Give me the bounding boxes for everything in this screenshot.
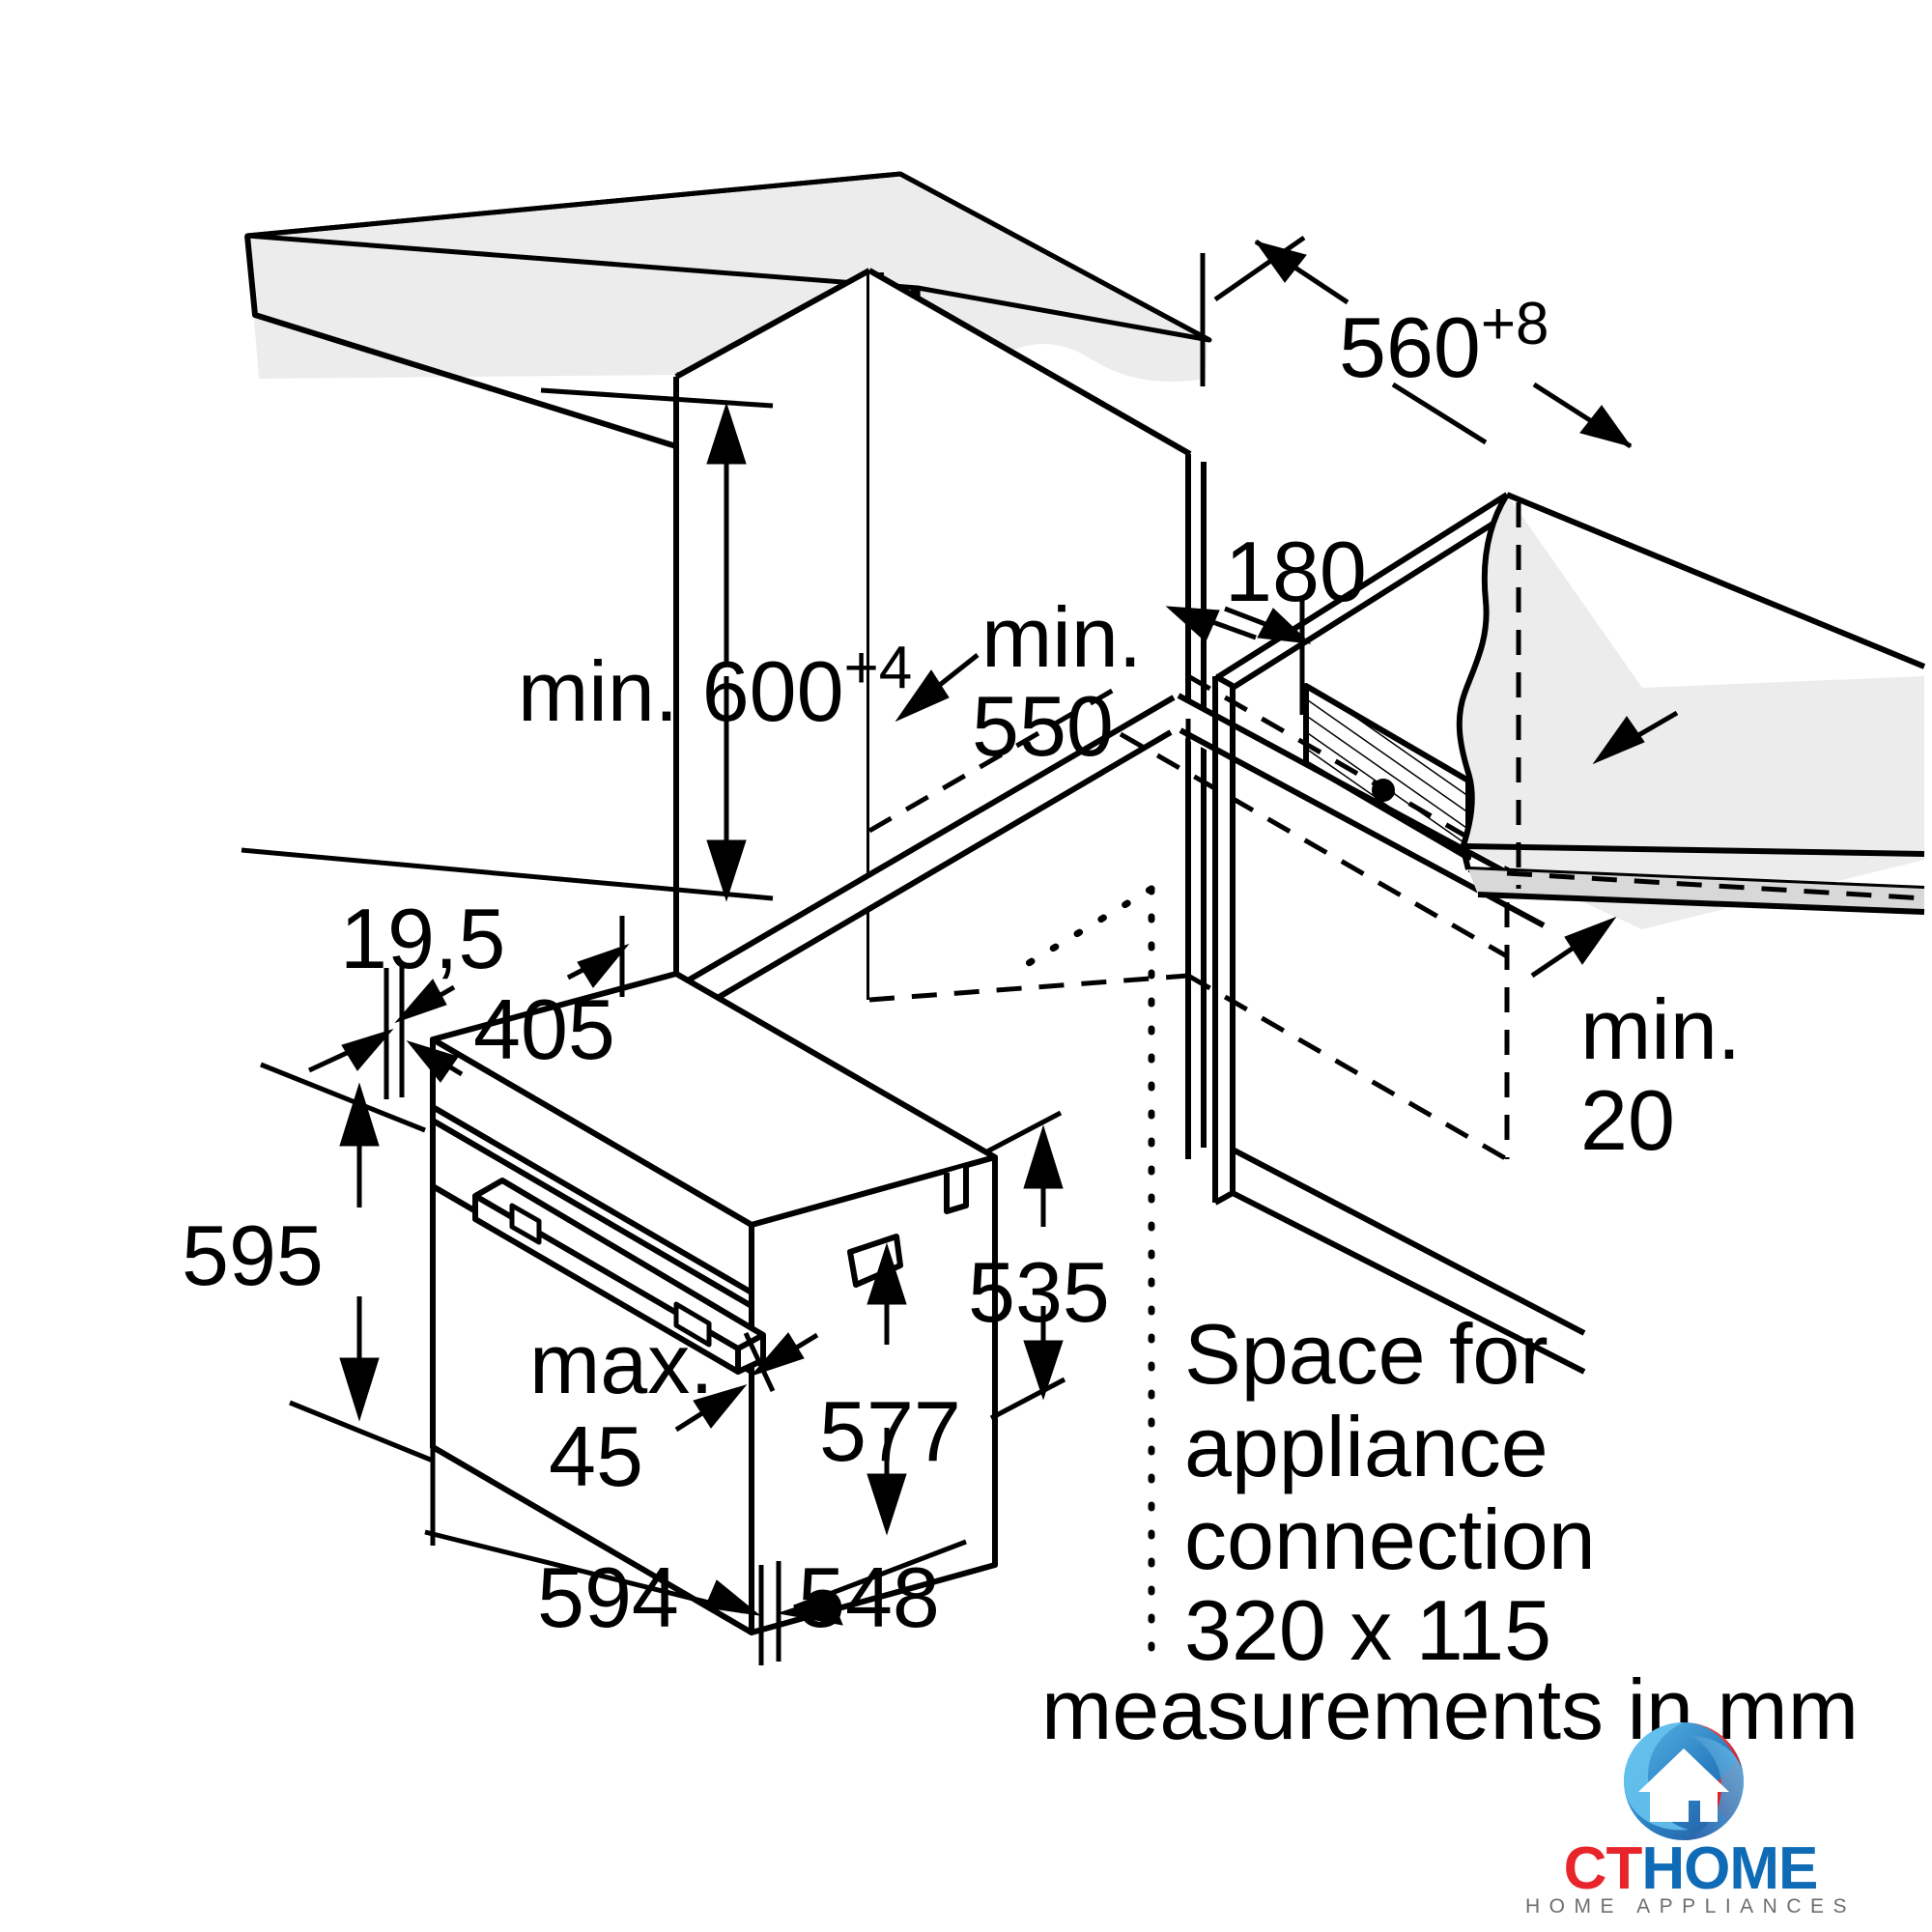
right-wall-panel bbox=[1456, 492, 1926, 929]
dim-594-548 bbox=[424, 1449, 967, 1665]
dim-595 bbox=[260, 1062, 434, 1463]
house-in-circle-icon bbox=[1624, 1722, 1744, 1840]
logo-wordmark: CTHOME bbox=[1488, 1839, 1893, 1899]
dim-600 bbox=[241, 387, 774, 902]
label-405: 405 bbox=[473, 981, 615, 1077]
label-550-min: min. bbox=[981, 589, 1142, 685]
note-line-1: Space for bbox=[1184, 1306, 1548, 1402]
dim-535 bbox=[985, 1110, 1066, 1421]
label-20-min: min. bbox=[1580, 981, 1741, 1077]
cthome-logo: CTHOME HOME APPLIANCES bbox=[1488, 1721, 1893, 1926]
logo-tagline: HOME APPLIANCES bbox=[1524, 1895, 1857, 1918]
note-line-4: 320 x 115 bbox=[1184, 1582, 1551, 1678]
label-548: 548 bbox=[798, 1549, 940, 1645]
oven-unit bbox=[430, 971, 998, 1635]
label-594: 594 bbox=[537, 1549, 679, 1645]
label-600: min. 600+4 bbox=[518, 635, 912, 739]
label-180: 180 bbox=[1225, 524, 1367, 619]
label-20: 20 bbox=[1580, 1072, 1675, 1168]
label-577: 577 bbox=[819, 1383, 961, 1479]
label-19-5: 19,5 bbox=[340, 891, 505, 986]
logo-ct-text: CT bbox=[1563, 1835, 1643, 1902]
dim-560 bbox=[1200, 235, 1633, 449]
dim-550 bbox=[895, 653, 980, 723]
note-line-3: connection bbox=[1184, 1492, 1596, 1587]
dim-19-5 bbox=[307, 966, 456, 1099]
label-595: 595 bbox=[182, 1208, 324, 1303]
appliance-connection-note: Space for appliance connection 320 x 115 bbox=[1184, 1306, 1596, 1678]
dim-405 bbox=[406, 916, 630, 1083]
dim-max-45 bbox=[674, 1331, 819, 1433]
dim-577 bbox=[867, 1242, 907, 1536]
connection-leader-line bbox=[1020, 885, 1155, 1665]
dim-20 bbox=[1530, 710, 1679, 979]
label-560: 560+8 bbox=[1339, 291, 1549, 395]
logo-home-text: HOME bbox=[1641, 1835, 1818, 1902]
label-45: 45 bbox=[549, 1408, 643, 1504]
label-max: max. bbox=[529, 1316, 714, 1411]
note-line-2: appliance bbox=[1184, 1399, 1548, 1494]
label-550: 550 bbox=[972, 678, 1114, 774]
connection-point-marker bbox=[1372, 779, 1395, 802]
dim-180 bbox=[1165, 599, 1312, 715]
label-535: 535 bbox=[968, 1244, 1110, 1340]
